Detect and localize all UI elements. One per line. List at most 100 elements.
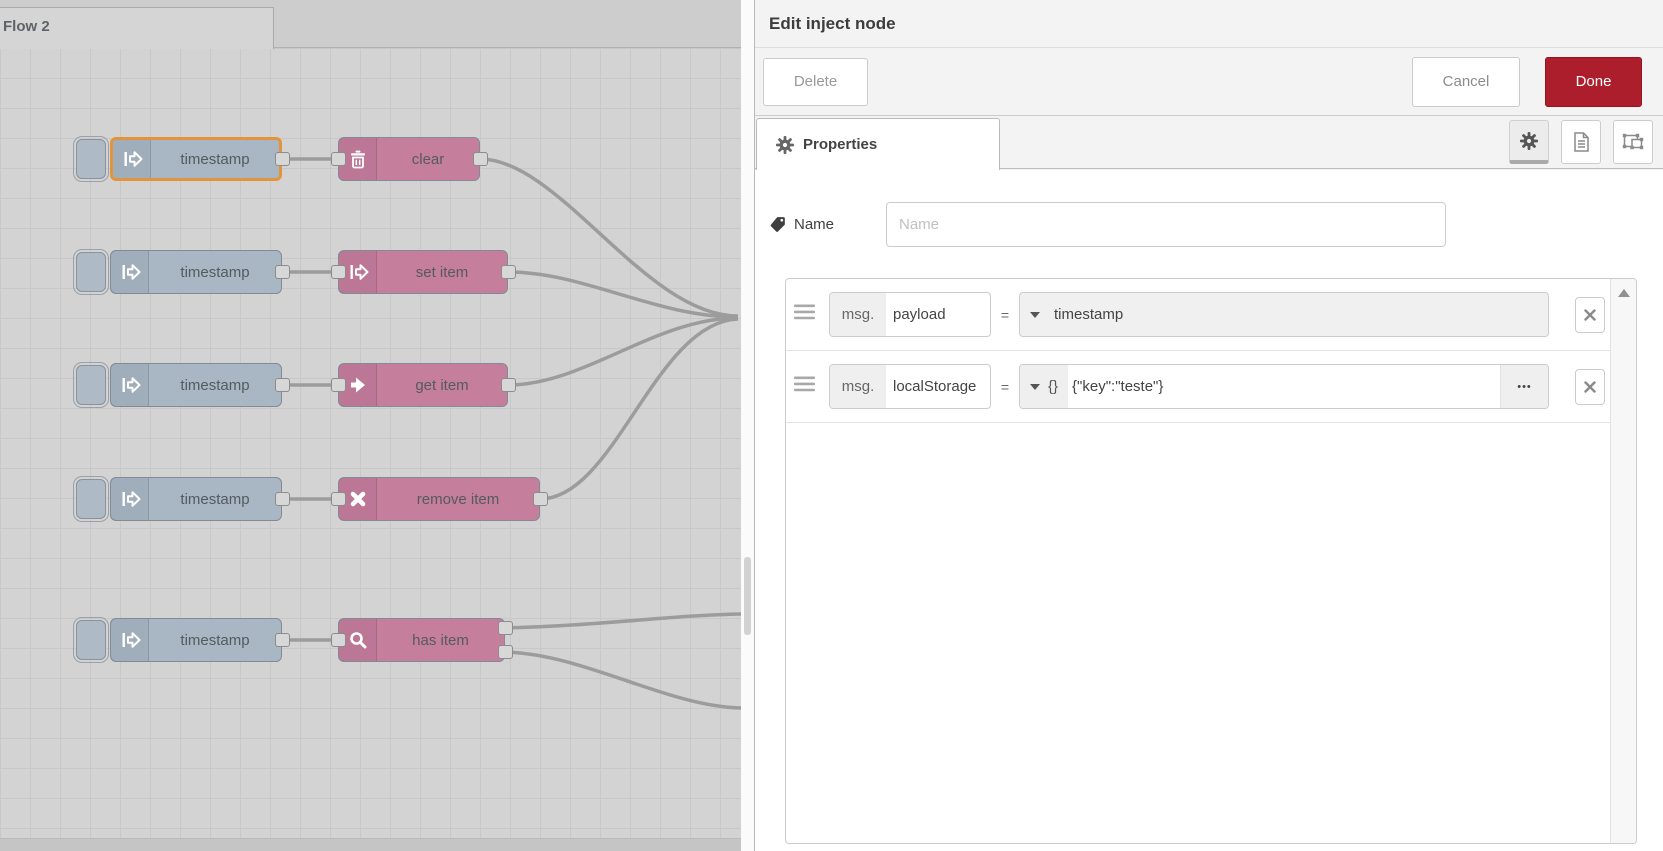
flow-tab-bar: Flow 2 bbox=[0, 0, 741, 49]
output-port[interactable] bbox=[274, 633, 290, 647]
list-scrollbar[interactable] bbox=[1610, 279, 1636, 843]
output-port[interactable] bbox=[500, 378, 516, 392]
node-timestamp[interactable]: timestamp bbox=[110, 477, 282, 521]
chevron-down-icon bbox=[1030, 311, 1040, 318]
property-row-localStorage: msg. localStorage = {}{"key":"teste"} ••• bbox=[786, 351, 1610, 423]
wire bbox=[504, 650, 741, 710]
output-port[interactable] bbox=[472, 152, 488, 166]
dialog-title: Edit inject node bbox=[769, 14, 896, 33]
node-label: timestamp bbox=[180, 150, 250, 168]
tab-properties[interactable]: Properties bbox=[756, 118, 1000, 170]
output-port-2[interactable] bbox=[497, 645, 513, 659]
input-port[interactable] bbox=[330, 152, 346, 166]
typed-input-value[interactable]: {"key":"teste"} bbox=[1072, 378, 1164, 395]
node-label: timestamp bbox=[180, 263, 250, 281]
drag-handle-icon[interactable] bbox=[794, 304, 816, 325]
input-port[interactable] bbox=[330, 492, 346, 506]
type-select-button[interactable]: {} bbox=[1020, 365, 1069, 408]
inject-trigger-button[interactable] bbox=[73, 476, 109, 522]
output-port[interactable] bbox=[532, 492, 548, 506]
cancel-button[interactable]: Cancel bbox=[1412, 56, 1520, 107]
properties-icon-button[interactable] bbox=[1509, 120, 1549, 164]
inject-properties-list: msg. payload = timestamp msg. localStorage = {}… bbox=[785, 278, 1637, 844]
typed-input-timestamp[interactable]: timestamp bbox=[1019, 292, 1549, 337]
flow-tab-label: Flow 2 bbox=[3, 18, 50, 35]
properties-tab-label: Properties bbox=[803, 136, 878, 153]
node-label: timestamp bbox=[180, 376, 250, 394]
inject-trigger-button[interactable] bbox=[73, 249, 109, 295]
appearance-icon bbox=[1622, 133, 1644, 150]
node-label: timestamp bbox=[180, 631, 250, 649]
appearance-icon-button[interactable] bbox=[1613, 120, 1653, 164]
node-timestamp[interactable]: timestamp bbox=[110, 618, 282, 662]
delete-button[interactable]: Delete bbox=[763, 57, 868, 106]
output-port[interactable] bbox=[274, 265, 290, 279]
node-label: remove item bbox=[416, 490, 500, 508]
node-set-item[interactable]: set item bbox=[338, 250, 508, 294]
node-timestamp[interactable]: timestamp bbox=[110, 363, 282, 407]
expand-editor-button[interactable]: ••• bbox=[1500, 365, 1548, 408]
type-select-button[interactable] bbox=[1020, 293, 1050, 336]
node-get-item[interactable]: get item bbox=[338, 363, 508, 407]
typed-input-json[interactable]: {}{"key":"teste"} ••• bbox=[1019, 364, 1549, 409]
output-port[interactable] bbox=[274, 378, 290, 392]
inject-trigger-button[interactable] bbox=[73, 136, 109, 182]
inject-trigger-button[interactable] bbox=[73, 617, 109, 663]
tray-resize-grip[interactable] bbox=[744, 557, 751, 635]
wires-layer bbox=[282, 157, 741, 710]
msg-prefix: msg. bbox=[830, 293, 886, 336]
output-port[interactable] bbox=[500, 265, 516, 279]
node-clear[interactable]: clear bbox=[338, 137, 480, 181]
chevron-down-icon bbox=[1030, 383, 1040, 390]
name-input[interactable] bbox=[886, 201, 1446, 247]
equals-sign: = bbox=[1000, 378, 1010, 395]
document-icon bbox=[1574, 132, 1589, 152]
node-label: clear bbox=[411, 150, 445, 168]
input-port[interactable] bbox=[330, 633, 346, 647]
property-name-value: payload bbox=[893, 306, 946, 323]
description-icon-button[interactable] bbox=[1561, 120, 1601, 164]
output-port-1[interactable] bbox=[497, 621, 513, 635]
tray-resize-handle[interactable] bbox=[741, 0, 755, 851]
flow-canvas[interactable]: timestamp timestamp timestamp timestamp time… bbox=[0, 0, 741, 851]
scroll-up-icon bbox=[1618, 289, 1630, 297]
remove-row-button[interactable] bbox=[1575, 368, 1605, 405]
flow-tab[interactable]: Flow 2 bbox=[0, 7, 274, 49]
canvas-horizontal-scrollbar[interactable] bbox=[0, 838, 741, 851]
drag-handle-icon[interactable] bbox=[794, 376, 816, 397]
msg-prefix: msg. bbox=[830, 365, 886, 408]
inject-arrow-icon bbox=[111, 619, 149, 661]
inject-arrow-icon bbox=[111, 251, 149, 293]
tray-toolbar: Delete Cancel Done bbox=[755, 48, 1663, 116]
node-label: get item bbox=[415, 376, 469, 394]
node-has-item[interactable]: has item bbox=[338, 618, 505, 662]
output-port[interactable] bbox=[274, 492, 290, 506]
property-name-value: localStorage bbox=[893, 378, 977, 395]
input-port[interactable] bbox=[330, 265, 346, 279]
property-name-input[interactable]: msg. localStorage bbox=[829, 364, 991, 409]
name-row: Name bbox=[769, 201, 1663, 247]
wire bbox=[539, 317, 739, 501]
wire bbox=[507, 316, 739, 387]
input-port[interactable] bbox=[330, 378, 346, 392]
node-timestamp[interactable]: timestamp bbox=[110, 137, 282, 181]
equals-sign: = bbox=[1000, 306, 1010, 323]
editor-tabs-row: Properties bbox=[755, 116, 1663, 170]
inject-arrow-icon bbox=[111, 478, 149, 520]
node-timestamp[interactable]: timestamp bbox=[110, 250, 282, 294]
done-button[interactable]: Done bbox=[1545, 56, 1642, 107]
node-label: set item bbox=[415, 263, 469, 281]
tag-icon bbox=[770, 217, 785, 232]
node-remove-item[interactable]: remove item bbox=[338, 477, 540, 521]
wire bbox=[479, 157, 739, 318]
remove-row-button[interactable] bbox=[1575, 296, 1605, 333]
property-name-input[interactable]: msg. payload bbox=[829, 292, 991, 337]
edit-tray: Edit inject node Delete Cancel Done bbox=[741, 0, 1663, 851]
output-port[interactable] bbox=[274, 152, 290, 166]
name-field-label: Name bbox=[794, 215, 835, 233]
property-row-payload: msg. payload = timestamp bbox=[786, 279, 1610, 351]
inject-trigger-button[interactable] bbox=[73, 362, 109, 408]
tray-body: Name msg. payload = timestamp msg. localStora… bbox=[755, 170, 1663, 851]
gear-icon bbox=[1520, 131, 1538, 150]
wire bbox=[507, 270, 739, 319]
